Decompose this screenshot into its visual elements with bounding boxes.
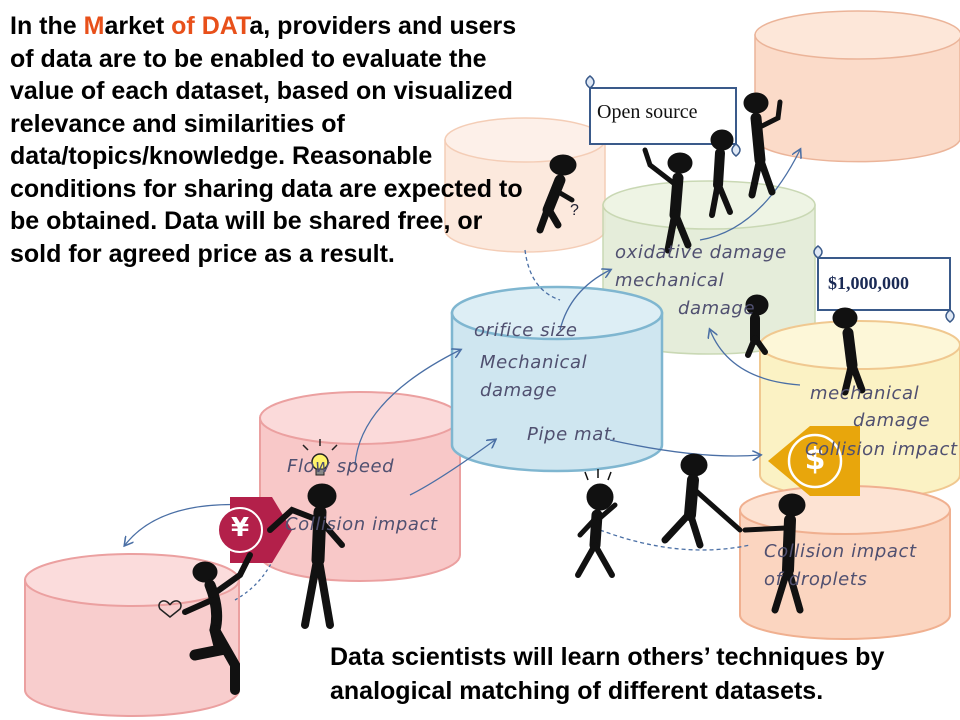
people-handshake-figures xyxy=(661,453,806,614)
label-orifice-size: orifice size xyxy=(474,320,578,341)
footer-statement: Data scientists will learn others’ techn… xyxy=(330,643,885,705)
scroll-price xyxy=(813,245,955,323)
label-flow-speed: Flow speed xyxy=(287,456,395,477)
intro-lead: In the xyxy=(10,12,84,40)
label-damage: damage xyxy=(480,380,558,401)
price-label: $1,000,000 xyxy=(828,273,909,293)
label-mechanical-green: mechanical xyxy=(615,270,725,291)
intro-body: a, providers and users of data are to be… xyxy=(10,12,523,268)
cylinder-pink-bottom-left xyxy=(24,553,240,717)
heart-icon xyxy=(158,600,182,618)
yen-badge xyxy=(217,497,292,563)
label-mechanical: Mechanical xyxy=(480,352,588,373)
label-pipe-mat: Pipe mat. xyxy=(527,424,618,445)
dollar-badge xyxy=(768,426,860,496)
dollar-icon: $ xyxy=(804,442,826,477)
person-surprised-figure xyxy=(575,469,618,578)
person-price-figure xyxy=(832,307,866,396)
label-mechanical-yellow: mechanical xyxy=(810,383,920,404)
question-mark: ? xyxy=(570,202,579,219)
label-collision-impact: Collision impact xyxy=(285,514,438,535)
cylinder-peach-bottom-right xyxy=(739,485,951,640)
lightbulb-icon xyxy=(302,439,338,476)
label-damage-green: damage xyxy=(678,298,756,319)
cylinder-pink-mid xyxy=(259,391,461,582)
open-source-label: Open source xyxy=(597,101,698,123)
yen-icon: ¥ xyxy=(230,513,250,543)
person-green-cylinder-figure xyxy=(745,294,769,358)
intro-arket: arket xyxy=(104,12,172,40)
intro-highlight-of: of xyxy=(171,12,195,40)
person-idea-figure xyxy=(267,483,345,629)
intro-space xyxy=(195,12,202,40)
label-of-droplets: of droplets xyxy=(764,569,868,590)
person-kneeling-figure xyxy=(182,552,253,695)
label-collision-impact-yellow: Collision impact xyxy=(805,439,958,460)
scroll-open-source xyxy=(585,75,741,157)
cylinder-top-right-peach xyxy=(754,10,960,163)
cylinder-blue xyxy=(450,285,664,473)
intro-highlight-dat: DAT xyxy=(201,12,250,40)
intro-highlight-m: M xyxy=(83,12,105,40)
people-group-figures xyxy=(642,92,783,254)
person-thinking-figure xyxy=(536,154,577,234)
label-oxidative-damage: oxidative damage xyxy=(615,242,787,263)
intro-paragraph: In the Market of DATa, providers and use… xyxy=(10,10,530,270)
label-damage-yellow: damage xyxy=(853,410,931,431)
label-collision-impact-droplets: Collision impact xyxy=(764,541,917,562)
